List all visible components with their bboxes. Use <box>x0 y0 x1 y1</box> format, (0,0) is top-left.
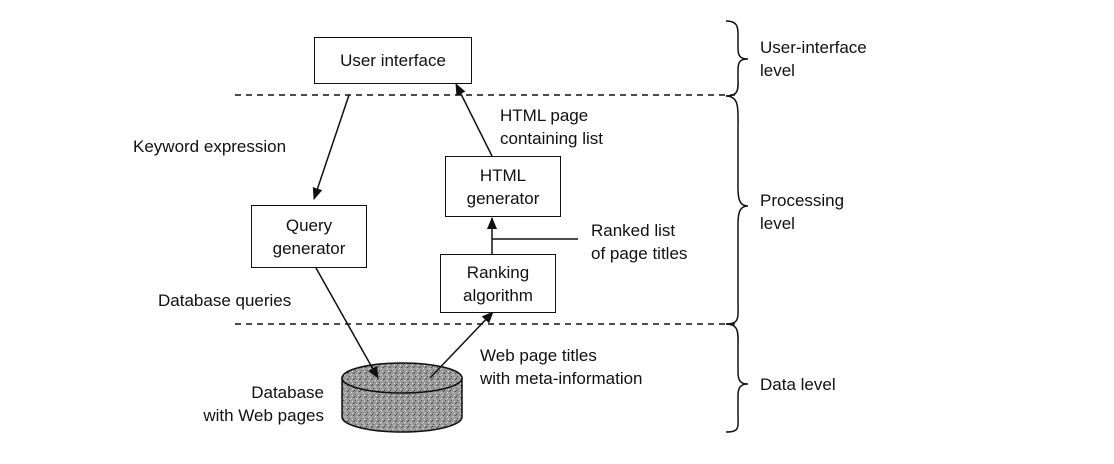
database-label: Database with Web pages <box>203 383 324 425</box>
ranking-algorithm-box: Ranking algorithm <box>440 254 556 313</box>
html-generator-label: HTML generator <box>466 165 540 208</box>
query-generator-label: Query generator <box>272 215 346 258</box>
arrow-html-to-ui <box>455 83 493 157</box>
user-interface-level-label: User-interface level <box>760 38 867 80</box>
user-interface-box: User interface <box>314 37 472 84</box>
arrow-query-to-database <box>315 267 379 379</box>
processing-level-label: Processing level <box>760 191 845 233</box>
database-cylinder <box>341 362 463 433</box>
ranked-list-label: Ranked list of page titles <box>591 221 688 263</box>
web-page-titles-label: Web page titles with meta-information <box>480 346 643 388</box>
arrow-ui-to-query <box>312 94 350 200</box>
keyword-expression-label: Keyword expression <box>133 137 287 156</box>
database-queries-label: Database queries <box>158 291 292 310</box>
brace-user-interface-level <box>725 20 749 97</box>
query-generator-box: Query generator <box>251 205 367 268</box>
ranking-algorithm-label: Ranking algorithm <box>463 262 533 305</box>
html-page-label: HTML page containing list <box>500 106 604 148</box>
brace-data-level <box>725 323 749 433</box>
user-interface-label: User interface <box>340 51 446 70</box>
html-generator-box: HTML generator <box>445 156 561 217</box>
data-level-label: Data level <box>760 375 836 394</box>
brace-processing-level <box>725 95 749 325</box>
arrow-database-to-ranking <box>429 311 494 379</box>
